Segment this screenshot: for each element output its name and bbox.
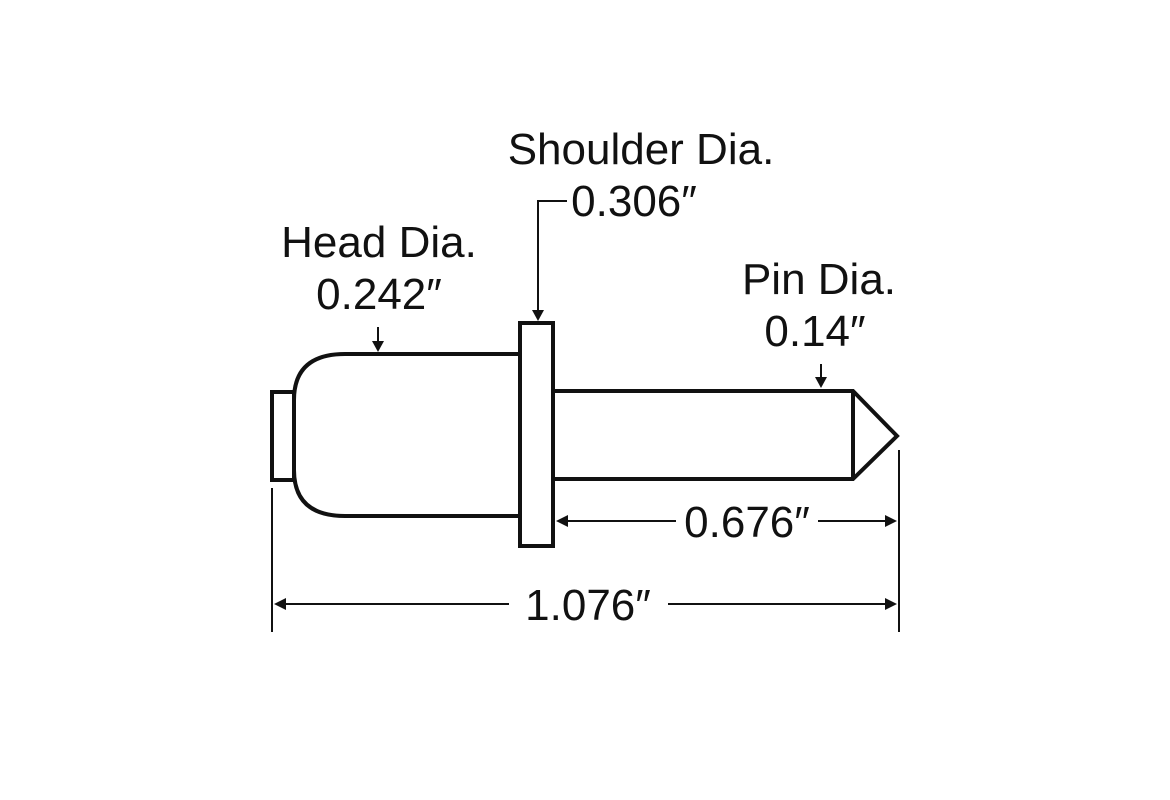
head-dia-label: Head Dia. xyxy=(281,218,477,267)
labels: Shoulder Dia. 0.306″ Head Dia. 0.242″ Pi… xyxy=(281,125,896,630)
pin-dia-value: 0.14″ xyxy=(764,307,865,356)
overall-length-value: 1.076″ xyxy=(525,581,651,630)
shoulder-flange xyxy=(518,321,555,548)
leaders xyxy=(372,200,827,388)
head-body xyxy=(292,352,522,518)
extension-lines xyxy=(271,450,900,632)
overall-length-arrow-left xyxy=(274,598,286,610)
shoulder-dia-value: 0.306″ xyxy=(571,177,697,226)
pin-length-value: 0.676″ xyxy=(684,498,810,547)
pin-length-dimension xyxy=(556,515,897,527)
head-dia-value: 0.242″ xyxy=(316,270,442,319)
shoulder-leader xyxy=(537,200,567,312)
pin-length-arrow-left xyxy=(556,515,568,527)
shoulder-leader-arrowhead xyxy=(532,310,544,321)
pin-length-arrow-right xyxy=(885,515,897,527)
overall-length-dimension xyxy=(274,598,897,610)
overall-length-arrow-right xyxy=(885,598,897,610)
part-outline xyxy=(270,321,900,548)
head-cap xyxy=(270,390,296,482)
shoulder-dia-label: Shoulder Dia. xyxy=(508,125,775,174)
head-leader-arrowhead xyxy=(372,341,384,352)
pin-leader-arrowhead xyxy=(815,377,827,388)
pin-shaft xyxy=(551,389,900,481)
pin-dia-label: Pin Dia. xyxy=(742,255,896,304)
